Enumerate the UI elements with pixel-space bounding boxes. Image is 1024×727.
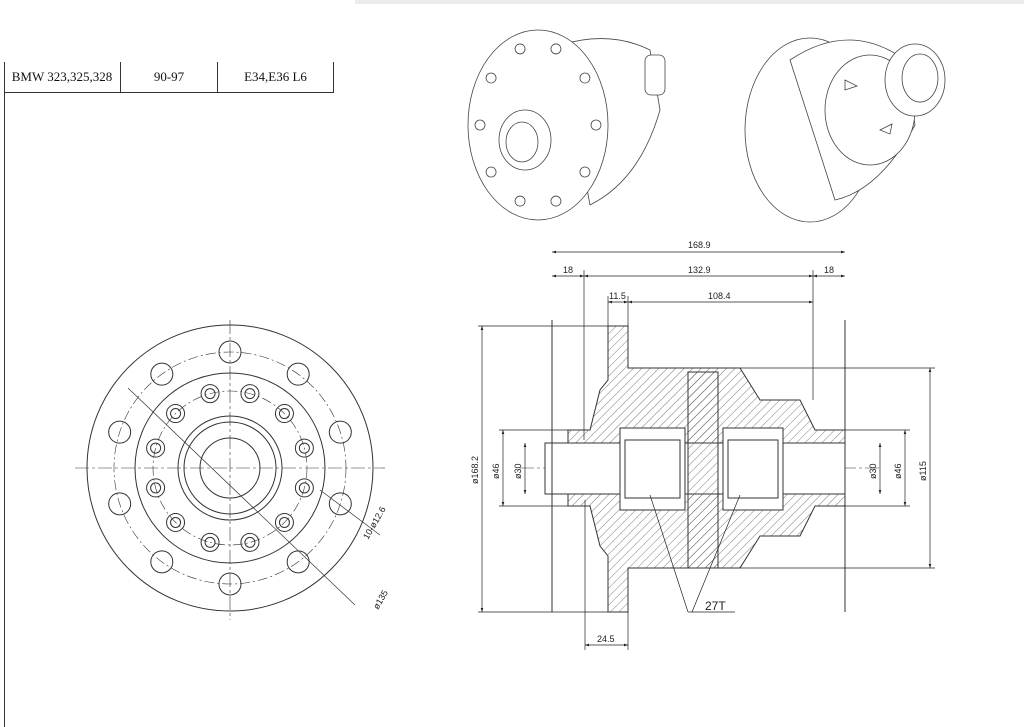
bolt-hole: [274, 404, 294, 424]
teeth-label: 27T: [705, 599, 726, 613]
frame-border: [4, 62, 5, 727]
bolt-hole-inner: [278, 516, 290, 528]
bolt-hole-inner: [298, 442, 310, 454]
bolt-hole-inner: [204, 536, 216, 548]
dia-body: ø115: [918, 461, 928, 481]
dia-flange: ø168.2: [470, 456, 480, 484]
top-strip: [355, 0, 1024, 4]
render-hole: [485, 166, 497, 178]
mount-hole: [328, 492, 352, 516]
render-flange-side: [467, 29, 666, 221]
bolt-hole: [240, 384, 260, 404]
mount-hole: [218, 340, 242, 364]
dia-left-outer: ø46: [491, 463, 501, 479]
render-hole: [514, 195, 526, 207]
dim-right-flange: 18: [824, 265, 834, 275]
render-hole: [474, 119, 486, 131]
bolt-hole: [200, 532, 220, 552]
bolt-hole: [294, 438, 314, 458]
spec-years: 90-97: [121, 62, 218, 92]
render-hole: [485, 72, 497, 84]
dim-step: 11.5: [609, 291, 626, 301]
dia-right-outer: ø46: [893, 463, 903, 479]
section-view: [520, 320, 880, 613]
render-hole: [550, 43, 562, 55]
render-hole: [550, 195, 562, 207]
bolt-hole: [240, 532, 260, 552]
bolt-hole-inner: [298, 482, 310, 494]
bolt-hole-inner: [150, 482, 162, 494]
bolt-hole: [274, 512, 294, 532]
bolt-hole: [166, 512, 186, 532]
dia-left-inner: ø30: [513, 463, 523, 479]
mount-hole: [108, 492, 132, 516]
render-hole: [514, 43, 526, 55]
bolt-hole-inner: [150, 442, 162, 454]
render-hole: [579, 72, 591, 84]
dim-inner: 108.4: [708, 291, 731, 301]
bolt-hole: [200, 384, 220, 404]
bolt-hole-inner: [278, 408, 290, 420]
bolt-hole: [146, 478, 166, 498]
bolt-hole: [294, 478, 314, 498]
bolt-hole-inner: [204, 388, 216, 400]
front-view: [75, 320, 385, 620]
mount-hole: [286, 362, 310, 386]
pcd-label: ø135: [371, 588, 390, 611]
dim-left-flange: 18: [563, 265, 573, 275]
spec-chassis: E34,E36 L6: [218, 62, 334, 92]
dia-right-inner: ø30: [868, 463, 878, 479]
mount-hole: [150, 550, 174, 574]
mount-hole: [218, 572, 242, 596]
render-gear-side: [744, 37, 946, 223]
dim-bottom: 24.5: [597, 634, 615, 644]
spec-model: BMW 323,325,328: [4, 62, 121, 92]
spec-table: BMW 323,325,328 90-97 E34,E36 L6: [4, 62, 334, 93]
mount-hole: [328, 420, 352, 444]
bolt-hole-inner: [244, 388, 256, 400]
mount-hole: [150, 362, 174, 386]
bolt-hole: [146, 438, 166, 458]
dim-overall: 168.9: [688, 240, 711, 250]
bolt-hole: [166, 404, 186, 424]
mount-hole: [108, 420, 132, 444]
bolt-hole-inner: [170, 516, 182, 528]
dim-middle: 132.9: [688, 265, 711, 275]
dimension-lines: [478, 250, 935, 650]
render-hole: [590, 119, 602, 131]
bolt-hole-inner: [244, 536, 256, 548]
hole-label: 10-ø12.6: [361, 505, 388, 541]
render-hole: [579, 166, 591, 178]
bolt-hole-inner: [170, 408, 182, 420]
